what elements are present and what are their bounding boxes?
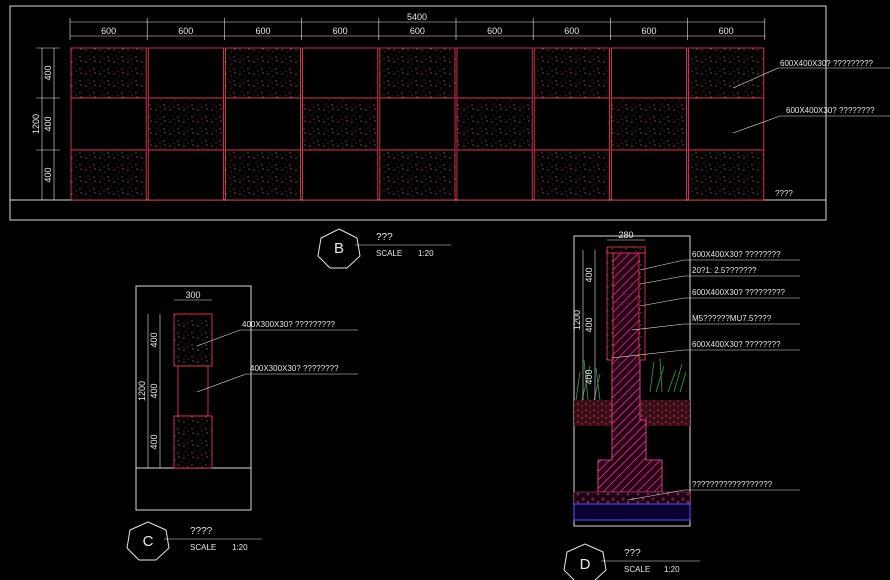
- stone-panel: [70, 47, 147, 99]
- overall-width-dim: 5400: [407, 12, 427, 22]
- label-b-scale-word: SCALE: [376, 249, 402, 258]
- open-panel: [70, 97, 147, 151]
- stone-panel: [533, 149, 610, 201]
- open-panel: [611, 47, 688, 99]
- label-b-title: ???: [376, 232, 393, 243]
- open-panel: [302, 47, 379, 99]
- stone-panel: [70, 149, 147, 201]
- module-width-dim: 600: [410, 26, 425, 36]
- callout-c-1: 400X300X30? ?????????: [242, 320, 336, 329]
- label-c-letter: C: [143, 533, 154, 550]
- callout-c-2: 400X300X30? ????????: [250, 364, 339, 373]
- module-width-dim: 600: [719, 26, 734, 36]
- label-c-scale: 1:20: [232, 543, 248, 552]
- overall-height-dim: 1200: [31, 114, 41, 134]
- stone-panel: [688, 149, 765, 201]
- label-c-title: ????: [190, 526, 213, 537]
- stone-panel: [224, 149, 301, 201]
- stone-panel: [533, 47, 610, 99]
- label-b: B ??? SCALE 1:20: [317, 228, 451, 269]
- label-d-letter: D: [580, 556, 591, 573]
- width-dim-c: 300: [185, 290, 200, 300]
- module-width-dim: 600: [255, 26, 270, 36]
- section-d: 280 1200 400 400 400 600X400X30? ???????…: [572, 230, 800, 527]
- label-b-scale: 1:20: [418, 249, 434, 258]
- open-panel: [302, 149, 379, 201]
- stone-panel: [302, 97, 379, 151]
- open-panel: [147, 47, 224, 99]
- label-d-title: ???: [624, 548, 641, 559]
- label-c: C ???? SCALE 1:20: [126, 521, 262, 561]
- row-dim-d-2: 400: [584, 317, 594, 332]
- callout-d: 600X400X30? ?????????: [692, 288, 786, 297]
- callout-b-2: 600X400X30? ????????: [786, 106, 875, 115]
- label-d-scale: 1:20: [664, 565, 680, 574]
- open-panel: [688, 97, 765, 151]
- callout-d: ??????????????????: [692, 480, 773, 489]
- open-panel: [224, 97, 301, 151]
- width-dim-d: 280: [618, 230, 633, 240]
- open-panel: [147, 149, 224, 201]
- stone-panel: [147, 97, 224, 151]
- height-dim-d: 1200: [572, 310, 582, 330]
- elevation-b: 5400 600 600 600 600 600 600 600 600 600 1200 40…: [9, 5, 890, 221]
- row-dim-d-3: 400: [584, 369, 594, 384]
- label-b-letter: B: [334, 240, 344, 257]
- open-panel: [533, 97, 610, 151]
- row-dim-d-1: 400: [584, 267, 594, 282]
- callout-b-1: 600X400X30? ?????????: [780, 59, 874, 68]
- module-width-dim: 600: [178, 26, 193, 36]
- module-width-dim: 600: [564, 26, 579, 36]
- callout-b-3: ????: [775, 189, 793, 198]
- module-width-dim: 600: [101, 26, 116, 36]
- height-dim-c: 1200: [137, 381, 147, 401]
- stone-panel: [379, 149, 456, 201]
- open-panel: [456, 47, 533, 99]
- row-dim-c-2: 400: [149, 383, 159, 398]
- label-d-scale-word: SCALE: [624, 565, 650, 574]
- open-panel: [456, 149, 533, 201]
- row-dim-c-1: 400: [149, 332, 159, 347]
- stone-panel: [224, 47, 301, 99]
- open-panel: [611, 149, 688, 201]
- stone-panel: [379, 47, 456, 99]
- stone-panel: [688, 47, 765, 99]
- callout-d: 600X400X30? ????????: [692, 340, 781, 349]
- row-height-dim: 400: [43, 116, 53, 131]
- label-c-scale-word: SCALE: [190, 543, 216, 552]
- row-height-dim: 400: [43, 65, 53, 80]
- module-width-dim: 600: [333, 26, 348, 36]
- callout-d: M5??????MU7.5????: [692, 314, 772, 323]
- label-d: D ??? SCALE 1:20: [563, 543, 700, 580]
- stone-panel: [456, 97, 533, 151]
- row-height-dim: 400: [43, 167, 53, 182]
- module-width-dim: 600: [641, 26, 656, 36]
- module-width-dim: 600: [487, 26, 502, 36]
- section-c: 300 1200 400 400 400 400X300X30? ???????…: [135, 285, 358, 511]
- row-dim-c-3: 400: [149, 434, 159, 449]
- stone-panel: [611, 97, 688, 151]
- callout-d: 600X400X30? ????????: [692, 250, 781, 259]
- callout-d: 20?1: 2.5???????: [692, 266, 757, 275]
- open-panel: [379, 97, 456, 151]
